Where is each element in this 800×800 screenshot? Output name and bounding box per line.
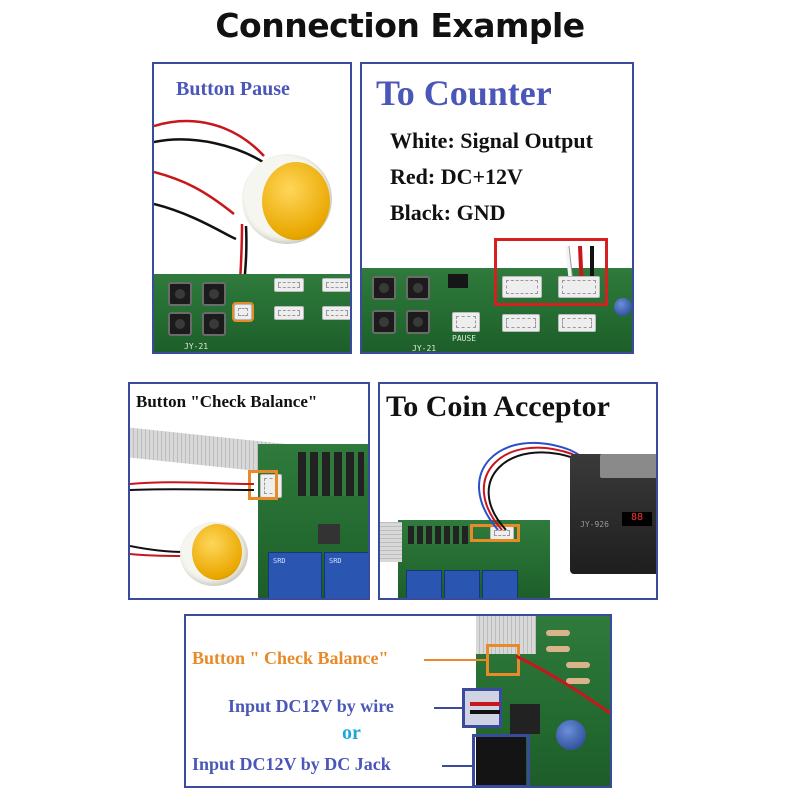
coin-board xyxy=(398,520,550,598)
to-counter-heading: To Counter xyxy=(376,73,552,113)
counter-connector-1 xyxy=(502,276,542,298)
label-or: or xyxy=(342,722,361,744)
counter-silk-pause: PAUSE xyxy=(452,334,477,343)
check-balance-board: SRD SRD xyxy=(258,444,368,598)
pause-board-text: JY-21 xyxy=(184,342,209,351)
label-check-balance: Button " Check Balance" xyxy=(192,648,389,668)
counter-line-black: Black: GND xyxy=(390,200,506,225)
button-pause-label: Button Pause xyxy=(176,78,290,100)
relay-2: SRD xyxy=(324,552,368,598)
coin-display: 88 xyxy=(622,512,652,526)
pause-board: JY-21 xyxy=(154,274,350,352)
bottom-wires xyxy=(470,654,610,716)
bottom-highlight-wire xyxy=(462,688,502,728)
check-button-cap xyxy=(192,524,242,580)
check-balance-wires xyxy=(130,481,255,557)
coin-device-text: JY-926 xyxy=(580,520,609,529)
label-input-wire: Input DC12V by wire xyxy=(228,696,394,716)
counter-wires xyxy=(565,245,594,293)
counter-line-white: White: Signal Output xyxy=(390,128,593,153)
pause-button-cap xyxy=(262,162,330,240)
dc-jack xyxy=(476,734,526,786)
counter-connector-2 xyxy=(558,276,600,298)
page-title: Connection Example xyxy=(215,6,585,45)
check-balance-highlight xyxy=(248,470,278,500)
label-input-jack: Input DC12V by DC Jack xyxy=(192,754,391,774)
panel-check-balance: Button "Check Balance" SRD SRD xyxy=(128,382,370,600)
coin-acceptor-device: 88 JY-926 xyxy=(570,454,656,574)
counter-highlight-box xyxy=(494,238,608,306)
pause-connector xyxy=(232,302,254,322)
panel-bottom-inputs: Button " Check Balance" Input DC12V by w… xyxy=(184,614,612,788)
panel-coin-acceptor: To Coin Acceptor 88 JY-926 xyxy=(378,382,658,600)
coin-ribbon xyxy=(380,522,402,562)
panel-to-counter: To Counter White: Signal Output Red: DC+… xyxy=(360,62,634,354)
counter-line-red: Red: DC+12V xyxy=(390,164,523,189)
panel-button-pause: Button Pause JY-21 xyxy=(152,62,352,354)
relay-1: SRD xyxy=(268,552,322,598)
coin-acceptor-heading: To Coin Acceptor xyxy=(386,390,610,423)
bottom-highlight-orange xyxy=(486,644,520,676)
bottom-highlight-jack xyxy=(472,734,530,786)
check-balance-label: Button "Check Balance" xyxy=(136,392,318,411)
counter-board-text: JY-21 xyxy=(412,344,437,353)
